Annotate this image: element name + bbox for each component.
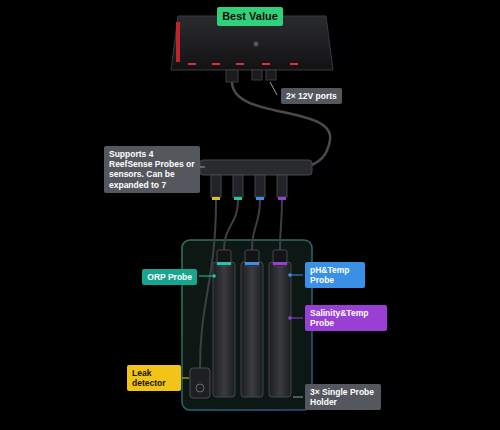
leader-line <box>182 378 189 379</box>
leader-dot <box>288 273 292 277</box>
label-text: Best Value <box>222 10 278 23</box>
probe-label: ORP Probe <box>142 269 197 285</box>
port-connector <box>252 70 262 80</box>
sensor-label: Leak detector <box>127 365 181 391</box>
probe-cap <box>245 250 259 266</box>
probe-ring <box>245 262 259 265</box>
plug-ring <box>278 197 286 200</box>
controller-stripe <box>176 22 180 62</box>
leak-detector <box>190 368 210 398</box>
badge: Best Value <box>217 7 283 26</box>
hub-plug <box>233 175 243 197</box>
callout-box: 2× 12V ports <box>281 88 342 104</box>
leader-line <box>199 276 212 277</box>
cable <box>280 200 282 250</box>
leader-line <box>293 397 303 398</box>
hub-plug <box>277 175 287 197</box>
label-text: ORP Probe <box>147 272 192 282</box>
probe-ring <box>217 262 231 265</box>
label-text: Salinity&Temp Probe <box>310 308 382 328</box>
hub-plug <box>211 175 221 197</box>
probe-cap <box>273 250 287 266</box>
label-text: Leak detector <box>132 368 176 388</box>
plug-ring <box>234 197 242 200</box>
leader-line <box>292 318 303 319</box>
leader-line <box>270 82 277 95</box>
leader-dot <box>212 274 216 278</box>
plug-ring <box>212 197 220 200</box>
leader-dot <box>288 316 292 320</box>
hub-plug <box>255 175 265 197</box>
cable <box>252 200 260 250</box>
callout-box: Supports 4 ReefSense Probes or sensors. … <box>104 146 200 193</box>
probe-label: pH&Temp Probe <box>305 262 365 288</box>
probe-holder <box>269 262 291 397</box>
probe-ring <box>273 262 287 265</box>
plug-ring <box>256 197 264 200</box>
probe-cap <box>217 250 231 266</box>
label-text: 2× 12V ports <box>286 91 337 101</box>
controller-button <box>254 42 259 47</box>
status-led <box>212 63 220 65</box>
leak-sensor <box>196 384 204 392</box>
probe-label: Salinity&Temp Probe <box>305 305 387 331</box>
label-text: Supports 4 ReefSense Probes or sensors. … <box>109 149 195 190</box>
hub <box>200 160 312 175</box>
cable <box>224 200 238 250</box>
label-text: 3× Single Probe Holder <box>310 387 376 407</box>
probe-holder <box>241 262 263 397</box>
port-connector <box>266 70 276 80</box>
callout-box: 3× Single Probe Holder <box>305 384 381 410</box>
leader-line <box>292 275 303 276</box>
leader-line <box>200 167 205 168</box>
probe-holder <box>213 262 235 397</box>
status-led <box>188 63 196 65</box>
status-led <box>262 63 270 65</box>
label-text: pH&Temp Probe <box>310 265 360 285</box>
status-led <box>236 63 244 65</box>
port-connector <box>226 70 238 82</box>
status-led <box>290 63 298 65</box>
